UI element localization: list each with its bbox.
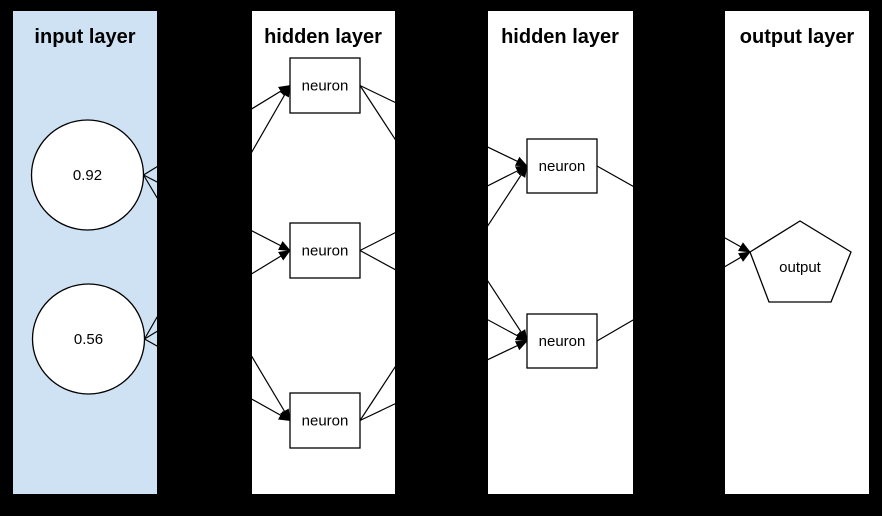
hidden1-node-2 [289, 222, 361, 279]
hidden1-node-3 [289, 392, 361, 449]
hidden2-node-1-label: neuron [539, 158, 586, 175]
hidden-layer-1-title: hidden layer [264, 26, 382, 48]
edge-hidden1-1-hidden2-1 [359, 84, 528, 167]
input-node-2-label: 0.56 [74, 331, 103, 348]
hidden-layer-2-title: hidden layer [501, 26, 619, 48]
hidden1-node-2-label: neuron [302, 243, 349, 260]
edge-hidden2-1-output [596, 165, 751, 253]
edge-hidden1-3-hidden2-1 [359, 165, 528, 421]
edge-input2-hidden1-1 [143, 84, 291, 340]
hidden1-node-1-label: neuron [302, 78, 349, 95]
edge-hidden1-2-hidden2-1 [359, 165, 528, 252]
connection-arrows [142, 84, 751, 422]
output-node-label: output [779, 259, 822, 276]
input-node-1 [30, 119, 145, 231]
hidden2-node-1 [526, 138, 598, 194]
edge-input1-hidden1-1 [143, 84, 291, 176]
edge-hidden2-2-output [596, 251, 751, 342]
edge-hidden1-1-hidden2-2 [359, 85, 528, 342]
input-layer-title: input layer [34, 26, 135, 48]
hidden-layer-2-panel [488, 11, 633, 494]
edge-hidden1-2-hidden2-2 [359, 249, 528, 342]
input-node-1-label: 0.92 [73, 167, 102, 184]
edge-hidden1-3-hidden2-2 [359, 340, 528, 422]
output-node [749, 220, 852, 303]
input-layer-panel [13, 11, 157, 494]
hidden1-node-3-label: neuron [302, 413, 349, 430]
hidden2-node-2 [526, 313, 598, 369]
hidden2-node-2-label: neuron [539, 333, 586, 350]
edge-input1-hidden1-3 [142, 174, 291, 422]
output-layer-title: output layer [740, 26, 855, 48]
edge-input2-hidden1-2 [144, 249, 291, 340]
edge-input2-hidden1-3 [144, 338, 291, 422]
hidden1-node-1 [289, 57, 361, 114]
input-node-2 [31, 283, 146, 395]
